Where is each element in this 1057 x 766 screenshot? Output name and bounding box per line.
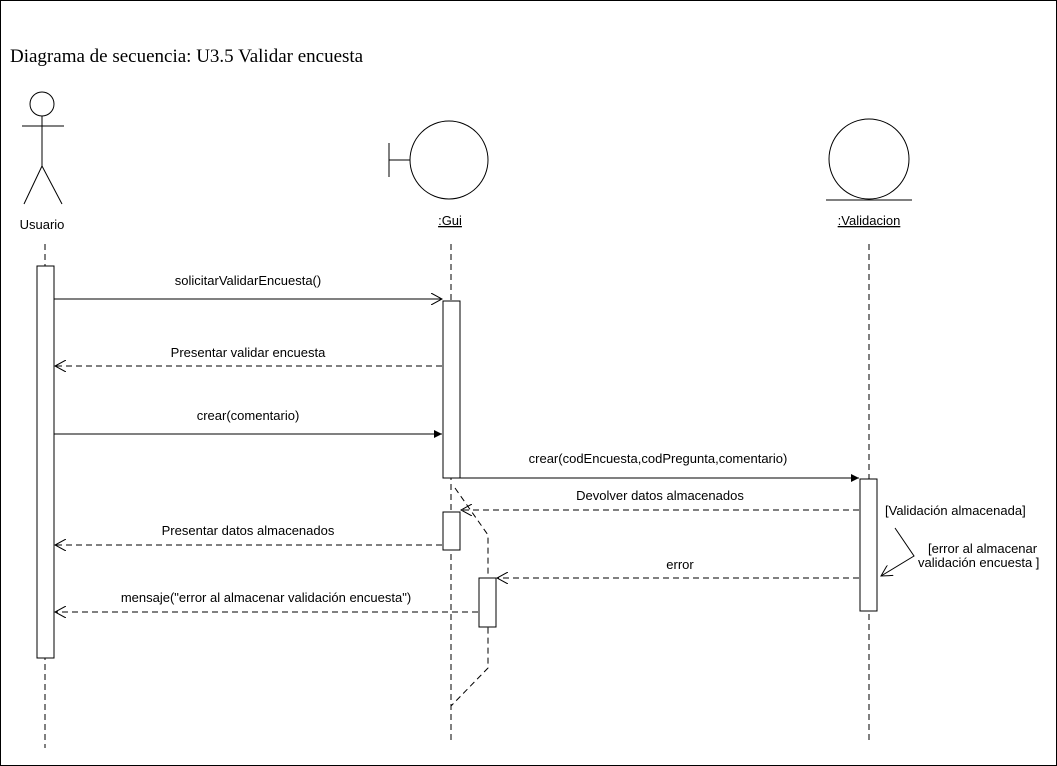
- message-label-3: crear(comentario): [197, 408, 300, 423]
- branch-connector: [881, 527, 915, 576]
- boundary-gui: :Gui: [388, 120, 489, 228]
- message-label-6: Presentar datos almacenados: [162, 523, 335, 538]
- guard-label-1: [Validación almacenada]: [885, 503, 1026, 518]
- entity-validacion: :Validacion: [826, 118, 912, 228]
- stick-figure-icon: [22, 91, 64, 205]
- message-label-4: crear(codEncuesta,codPregunta,comentario…: [529, 451, 788, 466]
- boundary-label: :Gui: [438, 213, 462, 228]
- guard-label-2b: validación encuesta ]: [918, 555, 1039, 570]
- message-label-5: Devolver datos almacenados: [576, 488, 744, 503]
- activation-gui-2: [442, 511, 461, 551]
- message-label-7: error: [666, 557, 694, 572]
- message-label-1: solicitarValidarEncuesta(): [175, 273, 321, 288]
- actor-usuario: Usuario: [20, 91, 65, 232]
- message-label-2: Presentar validar encuesta: [171, 345, 326, 360]
- actor-label: Usuario: [20, 217, 65, 232]
- activation-gui-3: [478, 577, 497, 628]
- activation-validacion: [859, 478, 878, 612]
- message-label-8: mensaje("error al almacenar validación e…: [121, 590, 411, 605]
- activation-usuario: [36, 265, 55, 659]
- guard-label-2a: [error al almacenar: [928, 541, 1038, 556]
- entity-icon: [826, 118, 912, 201]
- entity-label: :Validacion: [838, 213, 901, 228]
- activation-gui-1: [442, 300, 461, 479]
- boundary-icon: [388, 120, 489, 200]
- diagram-title: Diagrama de secuencia: U3.5 Validar encu…: [10, 46, 364, 67]
